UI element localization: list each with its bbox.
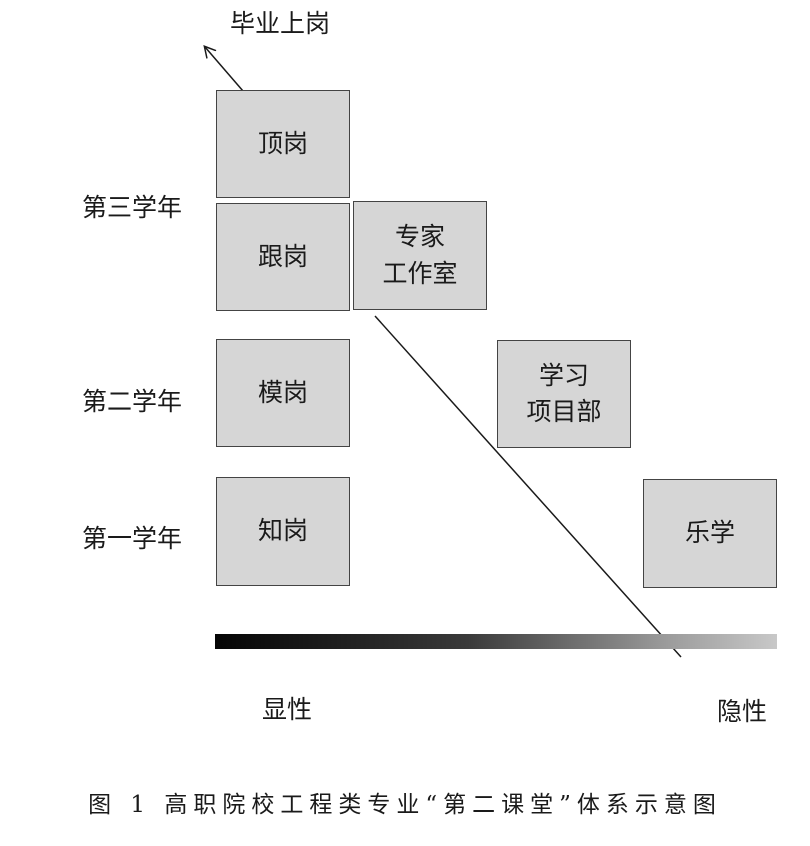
box-genggang: 跟岗 [216,203,350,311]
figure-caption: 图 1 高职院校工程类专业“第二课堂”体系示意图 [88,792,722,818]
box-dinggang: 顶岗 [216,90,350,198]
year-label-third: 第三学年 [82,193,183,222]
explicit-implicit-gradient-bar [215,634,777,649]
box-zhigang-label: 知岗 [257,516,308,546]
box-learning-project-line2: 项目部 [526,397,602,426]
box-expert-studio: 专家 工作室 [353,201,487,310]
box-lexue: 乐学 [643,479,777,588]
graduation-arrow [205,47,244,92]
implicit-label: 隐性 [717,697,768,726]
diagonal-divider-line [374,315,682,658]
year-label-first: 第一学年 [82,524,183,553]
box-learning-project-line1: 学习 [538,360,589,390]
box-lexue-label: 乐学 [684,518,735,548]
box-mogang-label: 模岗 [257,377,308,407]
box-zhigang: 知岗 [216,477,350,586]
year-label-second: 第二学年 [82,387,183,416]
explicit-label: 显性 [262,695,313,724]
box-expert-studio-line2: 工作室 [382,258,458,288]
box-expert-studio-line1: 专家 [394,222,445,252]
box-dinggang-label: 顶岗 [257,128,308,158]
box-genggang-label: 跟岗 [257,241,308,271]
box-mogang: 模岗 [216,339,350,447]
graduation-label: 毕业上岗 [230,9,331,38]
box-learning-project: 学习 项目部 [497,340,631,448]
